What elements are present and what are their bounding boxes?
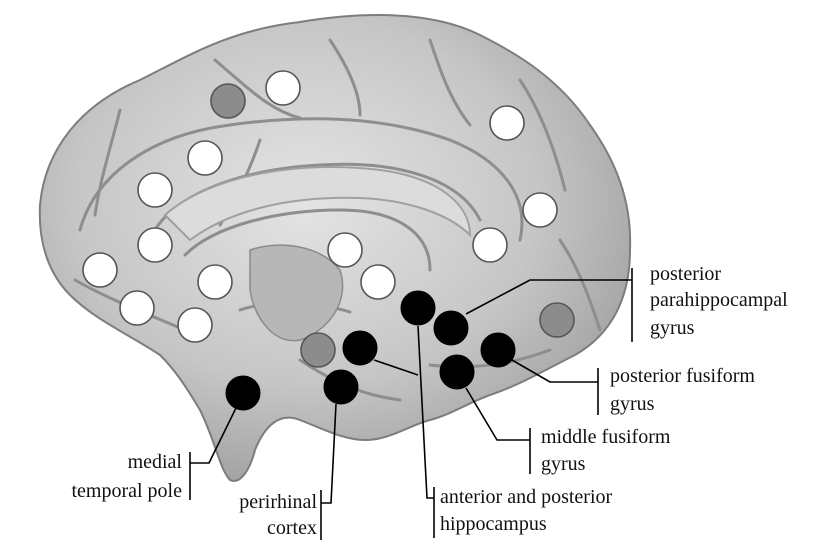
- black-dot: [226, 376, 260, 410]
- label-line: posterior: [650, 263, 721, 285]
- white-dot: [523, 193, 557, 227]
- white-dot: [138, 228, 172, 262]
- white-dot: [328, 233, 362, 267]
- white-dot: [473, 228, 507, 262]
- gray-dot: [211, 84, 245, 118]
- white-dot: [83, 253, 117, 287]
- label-posterior-fusiform-gyrus: posterior fusiform gyrus: [610, 365, 755, 415]
- label-perirhinal-cortex: perirhinal cortex: [239, 491, 317, 539]
- white-dot: [266, 71, 300, 105]
- label-hippocampus: anterior and posterior hippocampus: [440, 486, 612, 535]
- white-dot: [120, 291, 154, 325]
- label-line: medial: [128, 451, 183, 473]
- black-dot: [440, 355, 474, 389]
- label-line: perirhinal: [239, 491, 317, 513]
- label-posterior-parahippocampal-gyrus: posterior parahippocampal gyrus: [650, 263, 788, 339]
- label-line: middle fusiform: [541, 426, 671, 448]
- black-dot: [401, 291, 435, 325]
- white-dot: [361, 265, 395, 299]
- white-dot: [198, 265, 232, 299]
- white-dot: [138, 173, 172, 207]
- black-dot: [434, 311, 468, 345]
- label-line: anterior and posterior: [440, 486, 612, 508]
- label-medial-temporal-pole: medial temporal pole: [71, 451, 182, 502]
- label-line: posterior fusiform: [610, 365, 755, 387]
- label-line: cortex: [267, 517, 317, 539]
- label-line: gyrus: [541, 453, 586, 475]
- black-dot: [481, 333, 515, 367]
- label-line: gyrus: [650, 317, 695, 339]
- white-dot: [490, 106, 524, 140]
- gray-dot: [540, 303, 574, 337]
- label-line: hippocampus: [440, 513, 547, 535]
- label-line: gyrus: [610, 393, 655, 415]
- white-dot: [178, 308, 212, 342]
- white-dot: [188, 141, 222, 175]
- label-line: temporal pole: [71, 480, 182, 502]
- black-dot: [324, 370, 358, 404]
- gray-dot: [301, 333, 335, 367]
- label-middle-fusiform-gyrus: middle fusiform gyrus: [541, 426, 671, 475]
- black-dot: [343, 331, 377, 365]
- label-line: parahippocampal: [650, 289, 788, 311]
